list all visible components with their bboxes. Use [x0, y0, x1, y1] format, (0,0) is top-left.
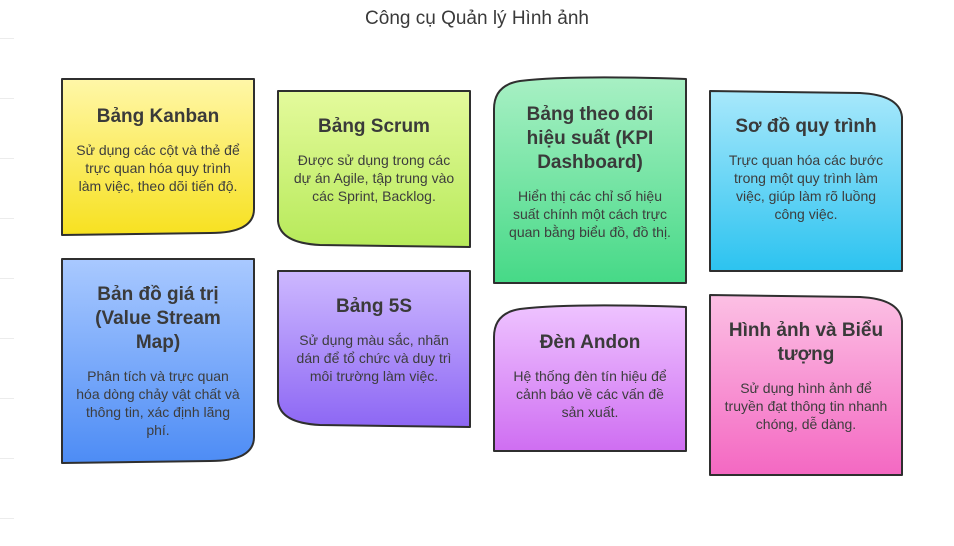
note-kanban: Bảng Kanban Sử dụng các cột và thẻ để tr… [61, 78, 255, 236]
note-description: Hệ thống đèn tín hiệu để cảnh báo về các… [513, 368, 667, 420]
note-title: Hình ảnh và Biểu tượng [728, 320, 884, 365]
sticky-note-shape [61, 78, 255, 236]
edge-tick [0, 158, 14, 159]
edge-tick [0, 278, 14, 279]
edge-tick [0, 98, 14, 99]
edge-tick [0, 518, 14, 519]
note-description: Sử dụng các cột và thẻ để trực quan hóa … [76, 142, 240, 194]
note-value-stream-map: Bản đồ giá trị (Value Stream Map) Phân t… [61, 258, 255, 464]
note-images-icons: Hình ảnh và Biểu tượng Sử dụng hình ảnh … [709, 294, 903, 476]
note-description: Phân tích và trực quan hóa dòng chảy vật… [76, 368, 240, 438]
edge-tick [0, 218, 14, 219]
note-title: Bảng Kanban [96, 106, 220, 127]
note-description: Sử dụng màu sắc, nhãn dán để tổ chức và … [296, 332, 452, 384]
note-description: Được sử dụng trong các dự án Agile, tập … [293, 152, 455, 204]
sticky-note-shape [709, 90, 903, 272]
note-kpi-dashboard: Bảng theo dõi hiệu suất (KPI Dashboard) … [493, 76, 687, 284]
note-title: Sơ đồ quy trình [735, 116, 877, 137]
note-5s-board: Bảng 5S Sử dụng màu sắc, nhãn dán để tổ … [277, 270, 471, 428]
sticky-note-shape [277, 90, 471, 248]
note-andon-light: Đèn Andon Hệ thống đèn tín hiệu để cảnh … [493, 304, 687, 452]
note-description: Hiển thị các chỉ số hiệu suất chính một … [509, 188, 671, 240]
note-title: Bảng theo dõi hiệu suất (KPI Dashboard) [526, 104, 654, 173]
edge-tick [0, 38, 14, 39]
sticky-note-shape [709, 294, 903, 476]
sticky-note-shape [277, 270, 471, 428]
note-title: Bản đồ giá trị (Value Stream Map) [95, 284, 221, 353]
sticky-note-shape [493, 76, 687, 284]
sticky-note-shape [493, 304, 687, 452]
edge-tick [0, 458, 14, 459]
note-title: Bảng Scrum [318, 116, 430, 137]
note-title: Bảng 5S [335, 296, 413, 317]
edge-tick [0, 338, 14, 339]
edge-tick [0, 398, 14, 399]
page-title: Công cụ Quản lý Hình ảnh [365, 8, 589, 29]
note-title: Đèn Andon [539, 332, 641, 353]
note-scrum: Bảng Scrum Được sử dụng trong các dự án … [277, 90, 471, 248]
note-description: Trực quan hóa các bước trong một quy trì… [728, 152, 884, 222]
sticky-note-shape [61, 258, 255, 464]
note-description: Sử dụng hình ảnh để truyền đạt thông tin… [724, 380, 888, 432]
note-process-diagram: Sơ đồ quy trình Trực quan hóa các bước t… [709, 90, 903, 272]
